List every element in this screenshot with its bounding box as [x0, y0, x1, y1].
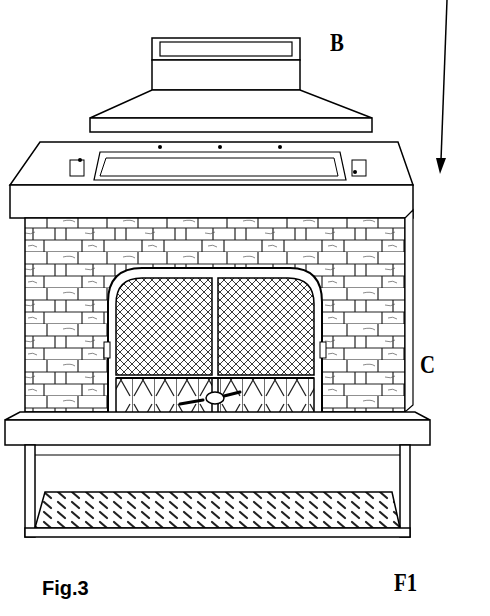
figure-caption: Fig.3	[42, 578, 89, 598]
part-label: F1	[394, 570, 417, 596]
part-label: C	[420, 352, 435, 378]
part-label: B	[330, 30, 344, 56]
